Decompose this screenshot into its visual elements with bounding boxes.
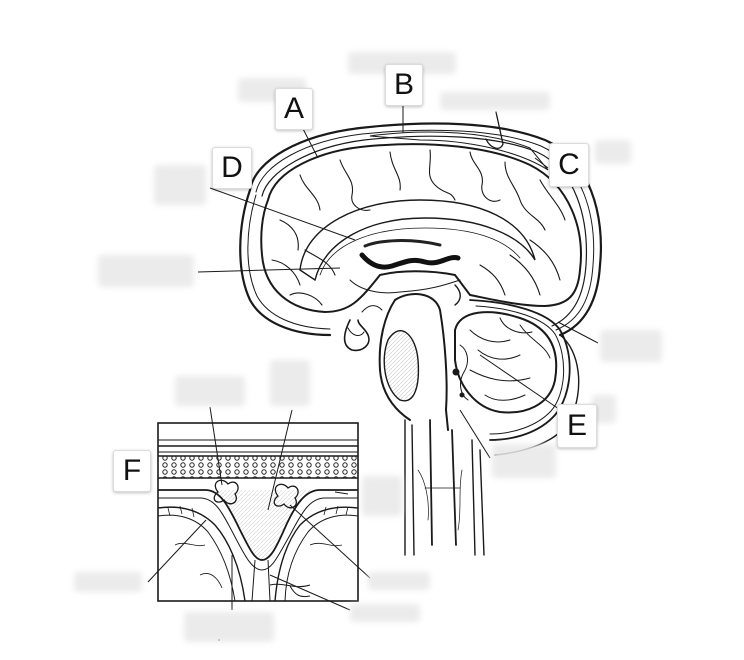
hidden-label-top-right <box>440 92 550 110</box>
hidden-label-right-middle <box>600 330 662 362</box>
dural-sinus <box>158 489 358 561</box>
leader-lines <box>158 103 599 473</box>
spinal-cord <box>429 419 457 546</box>
hidden-label-inset-top-left <box>175 376 245 406</box>
label-marker-b[interactable]: B <box>385 64 423 106</box>
hidden-label-left-middle <box>98 255 194 287</box>
hidden-label-inset-right <box>362 476 402 516</box>
outer-meningeal-layer <box>248 122 602 337</box>
label-marker-c[interactable]: C <box>549 143 589 187</box>
hidden-label-left-upper <box>154 165 206 205</box>
pituitary <box>343 319 370 352</box>
hidden-label-inset-bottom-right <box>368 572 430 590</box>
hidden-label-inset-bottom-far-right <box>350 604 420 622</box>
brainstem <box>394 293 449 431</box>
label-marker-f[interactable]: F <box>113 450 151 492</box>
hidden-label-right-bottom <box>492 444 556 478</box>
hidden-label-inset-bottom-center <box>184 612 274 642</box>
pons <box>383 330 420 402</box>
corpus-callosum <box>299 199 536 282</box>
cerebellum <box>454 311 558 414</box>
inset-leader-lines <box>147 406 371 641</box>
hidden-label-right-top <box>595 140 631 164</box>
label-marker-a[interactable]: A <box>275 88 313 130</box>
arachnoid-granulation-right <box>273 483 299 509</box>
hidden-label-top-center <box>348 52 456 74</box>
hidden-label-inset-bottom-left <box>74 572 142 592</box>
cerebral-hemisphere <box>260 143 582 314</box>
sagittal-sinus <box>369 131 549 171</box>
arachnoid-granulation-left <box>213 479 239 505</box>
hidden-label-inset-top-right <box>270 360 310 406</box>
meninges-inset <box>157 422 359 602</box>
choroid-plexus <box>359 252 461 270</box>
label-marker-d[interactable]: D <box>212 147 252 189</box>
label-marker-e[interactable]: E <box>557 404 597 448</box>
